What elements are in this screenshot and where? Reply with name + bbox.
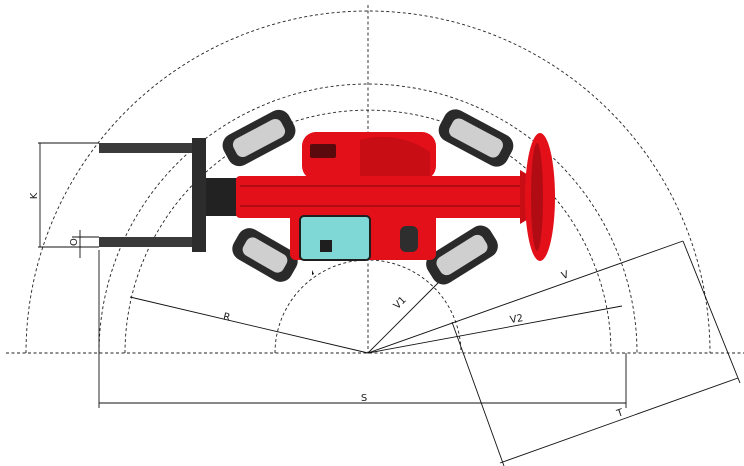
dimension-t xyxy=(451,240,741,466)
radius-r-line xyxy=(129,296,369,354)
radius-v-line xyxy=(367,240,684,354)
outer-wheel-arc xyxy=(124,109,612,354)
cab xyxy=(299,215,371,261)
radius-v2-line xyxy=(367,305,623,354)
dimension-k xyxy=(38,142,99,248)
label-r: R xyxy=(222,311,231,323)
label-s: S xyxy=(361,393,367,404)
label-k: K xyxy=(29,192,40,199)
pivot-marker xyxy=(312,270,314,275)
label-t: T xyxy=(615,407,626,420)
boom xyxy=(236,176,526,218)
upper-fork xyxy=(99,143,199,153)
dimension-o xyxy=(72,230,99,258)
fork-carriage xyxy=(192,138,206,252)
telehandler-top-view xyxy=(99,109,555,285)
label-v2: V2 xyxy=(509,313,524,326)
label-v: V xyxy=(560,269,570,282)
radius-v1-line xyxy=(367,282,439,354)
label-v1: V1 xyxy=(392,295,409,312)
dimension-s xyxy=(98,250,627,408)
label-o: O xyxy=(69,238,80,246)
lower-fork xyxy=(99,237,199,247)
